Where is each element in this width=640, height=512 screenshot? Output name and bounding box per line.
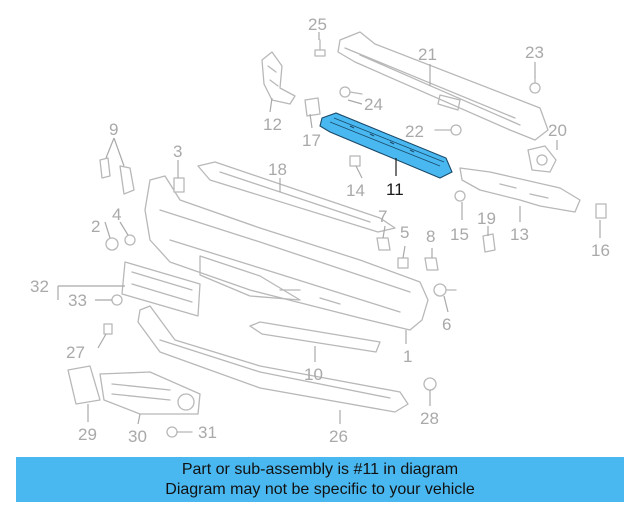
callout-20: 20 bbox=[548, 121, 567, 140]
part-27-clip bbox=[103, 323, 113, 335]
part-12-left-bracket bbox=[261, 51, 296, 105]
part-22-bolt bbox=[434, 124, 462, 136]
part-13-right-bracket bbox=[459, 167, 581, 213]
part-30-fog-grille bbox=[99, 371, 201, 415]
part-14-clip bbox=[349, 155, 361, 167]
callout-14: 14 bbox=[346, 181, 365, 200]
parts-diagram: 1 2 3 4 5 6 7 8 9 10 11 12 13 14 15 16 1… bbox=[30, 15, 610, 446]
part-20-mount bbox=[527, 145, 557, 173]
callout-17: 17 bbox=[302, 131, 321, 150]
part-3-bolt bbox=[173, 177, 185, 193]
part-2-bolt bbox=[105, 237, 119, 251]
part-4-bolt bbox=[124, 234, 136, 246]
part-19-clip bbox=[482, 233, 496, 253]
leader-lines bbox=[57, 32, 601, 425]
callout-6: 6 bbox=[442, 315, 451, 334]
callout-16: 16 bbox=[591, 241, 610, 260]
part-23-bolt bbox=[529, 77, 541, 94]
part-11-absorber-highlighted bbox=[319, 112, 453, 179]
part-9-bracket-set bbox=[99, 157, 135, 195]
callout-15: 15 bbox=[450, 225, 469, 244]
part-32-license-bracket bbox=[121, 261, 201, 317]
callout-24: 24 bbox=[364, 95, 383, 114]
part-31-bolt bbox=[166, 426, 193, 438]
callout-30: 30 bbox=[128, 427, 147, 446]
callout-4: 4 bbox=[112, 205, 121, 224]
callout-26: 26 bbox=[329, 427, 348, 446]
callout-31: 31 bbox=[198, 423, 217, 442]
callout-25: 25 bbox=[308, 15, 327, 34]
part-15-clip bbox=[454, 190, 466, 202]
callout-13: 13 bbox=[510, 225, 529, 244]
callout-10: 10 bbox=[304, 365, 323, 384]
callout-23: 23 bbox=[525, 43, 544, 62]
part-7-clip bbox=[376, 237, 391, 251]
info-banner: Part or sub-assembly is #11 in diagram D… bbox=[16, 457, 624, 502]
part-28-bolt bbox=[423, 377, 437, 391]
callout-labels: 1 2 3 4 5 6 7 8 9 10 11 12 13 14 15 16 1… bbox=[30, 15, 610, 446]
callout-9: 9 bbox=[109, 120, 118, 139]
callout-22: 22 bbox=[405, 122, 424, 141]
part-8-clip bbox=[424, 257, 439, 271]
part-6-bolt bbox=[433, 283, 457, 297]
part-24-bolt bbox=[339, 86, 363, 98]
part-33-clip bbox=[111, 294, 123, 306]
callout-1: 1 bbox=[403, 347, 412, 366]
part-10-trim-strip bbox=[249, 321, 381, 353]
callout-28: 28 bbox=[420, 409, 439, 428]
callout-21: 21 bbox=[418, 45, 437, 64]
callout-18: 18 bbox=[268, 160, 287, 179]
callout-11-highlighted: 11 bbox=[386, 180, 404, 199]
callout-2: 2 bbox=[91, 217, 100, 236]
callout-29: 29 bbox=[78, 425, 97, 444]
part-25-bolt bbox=[314, 39, 326, 57]
part-21-reinforcement-beam bbox=[337, 31, 549, 141]
callout-12: 12 bbox=[263, 115, 282, 134]
part-16-bolt bbox=[595, 203, 607, 219]
callout-8: 8 bbox=[426, 227, 435, 246]
callout-5: 5 bbox=[400, 223, 409, 242]
callout-19: 19 bbox=[477, 209, 496, 228]
part-17-clip bbox=[304, 97, 321, 117]
callout-27: 27 bbox=[66, 343, 85, 362]
part-1-bumper-cover bbox=[144, 175, 429, 331]
banner-line-1: Part or sub-assembly is #11 in diagram bbox=[181, 461, 459, 478]
callout-32: 32 bbox=[30, 277, 49, 296]
callout-33: 33 bbox=[68, 291, 87, 310]
callout-3: 3 bbox=[173, 142, 182, 161]
banner-line-2: Diagram may not be specific to your vehi… bbox=[165, 481, 475, 498]
part-18-energy-absorber bbox=[197, 161, 396, 233]
part-29-grille-cover bbox=[67, 365, 101, 405]
part-5-clip bbox=[397, 257, 409, 269]
part-26-lower-valance bbox=[137, 305, 409, 413]
callout-7: 7 bbox=[378, 207, 387, 226]
